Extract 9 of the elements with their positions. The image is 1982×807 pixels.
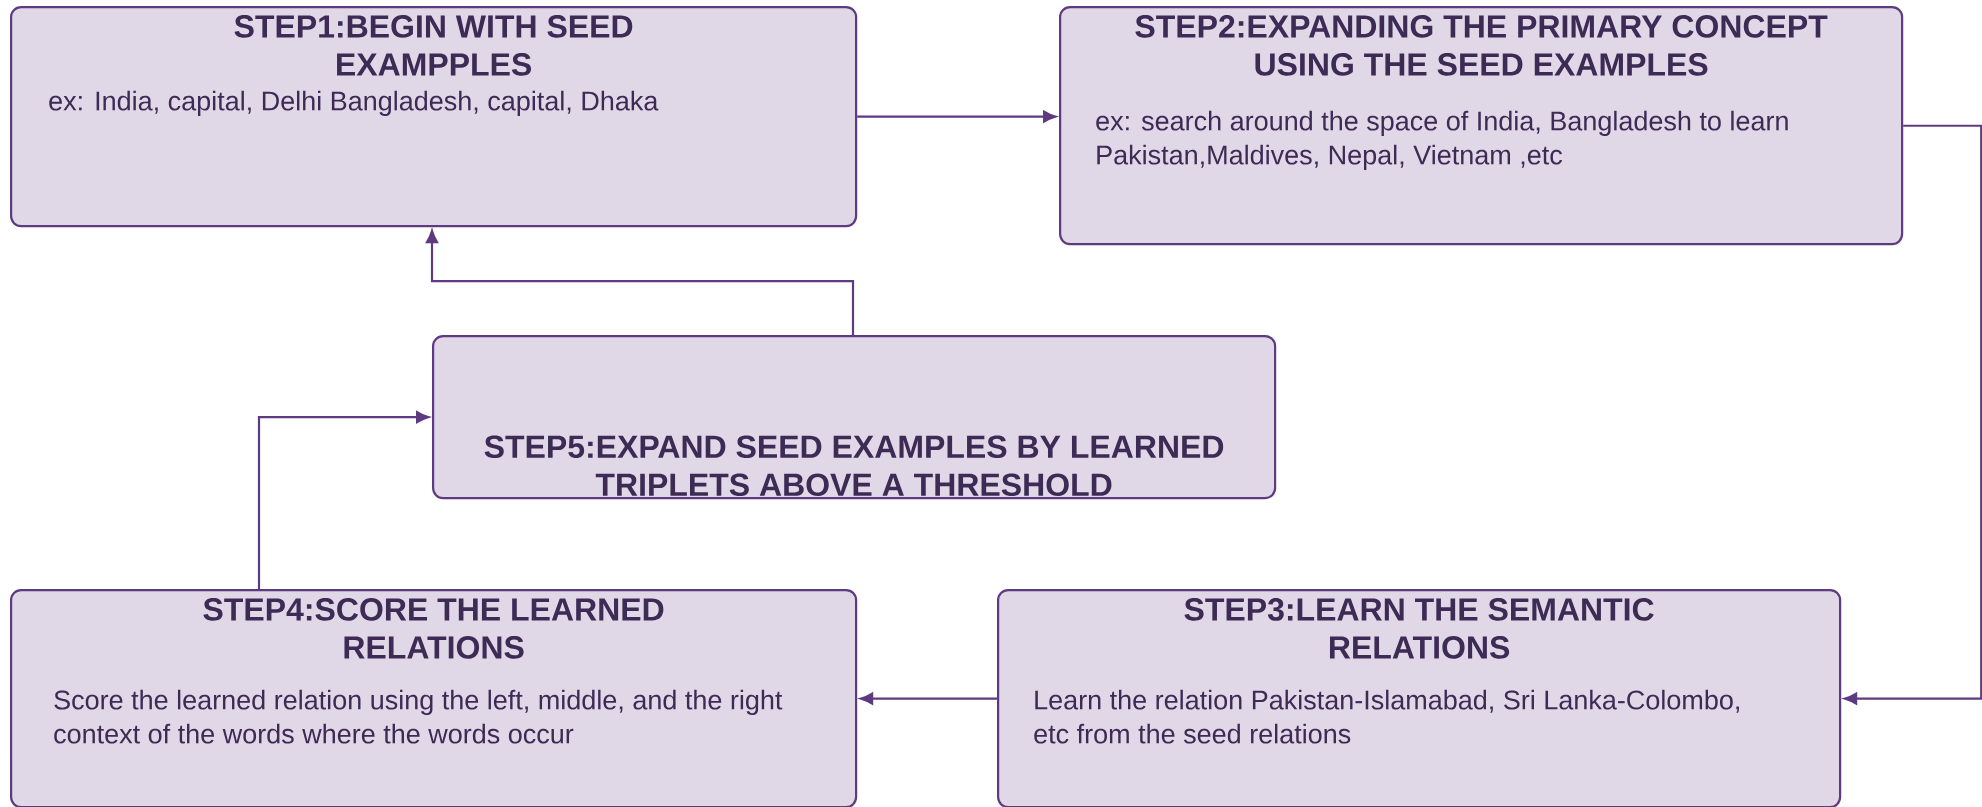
arrow [857,110,1057,123]
step-box: STEP3:LEARN THE SEMANTIC RELATIONS Learn the relation Pakistan-Islamabad, Sri Lanka-Colombo, etc from the seed relations [997,589,1842,807]
step-box: STEP2:EXPANDING THE PRIMARY CONCEPT USING THE SEED EXAMPLES ex: search around the space of India, Bangladesh to learn Pakistan,Maldives, Nepal, Vietnam ,etc [1059,6,1904,246]
arrow [1844,124,1982,705]
arrow [257,411,430,589]
step-box: STEP1:BEGIN WITH SEED EXAMPPLES ex: India, capital, Delhi Bangladesh, capital, Dhaka [10,6,858,228]
step-box: STEP5:EXPAND SEED EXAMPLES BY LEARNED TRIPLETS ABOVE A THRESHOLD [432,335,1277,500]
arrow [425,230,855,335]
step-box: STEP4:SCORE THE LEARNED RELATIONS Score the learned relation using the left, middle, and the right context of the words where the words occur [10,589,858,807]
